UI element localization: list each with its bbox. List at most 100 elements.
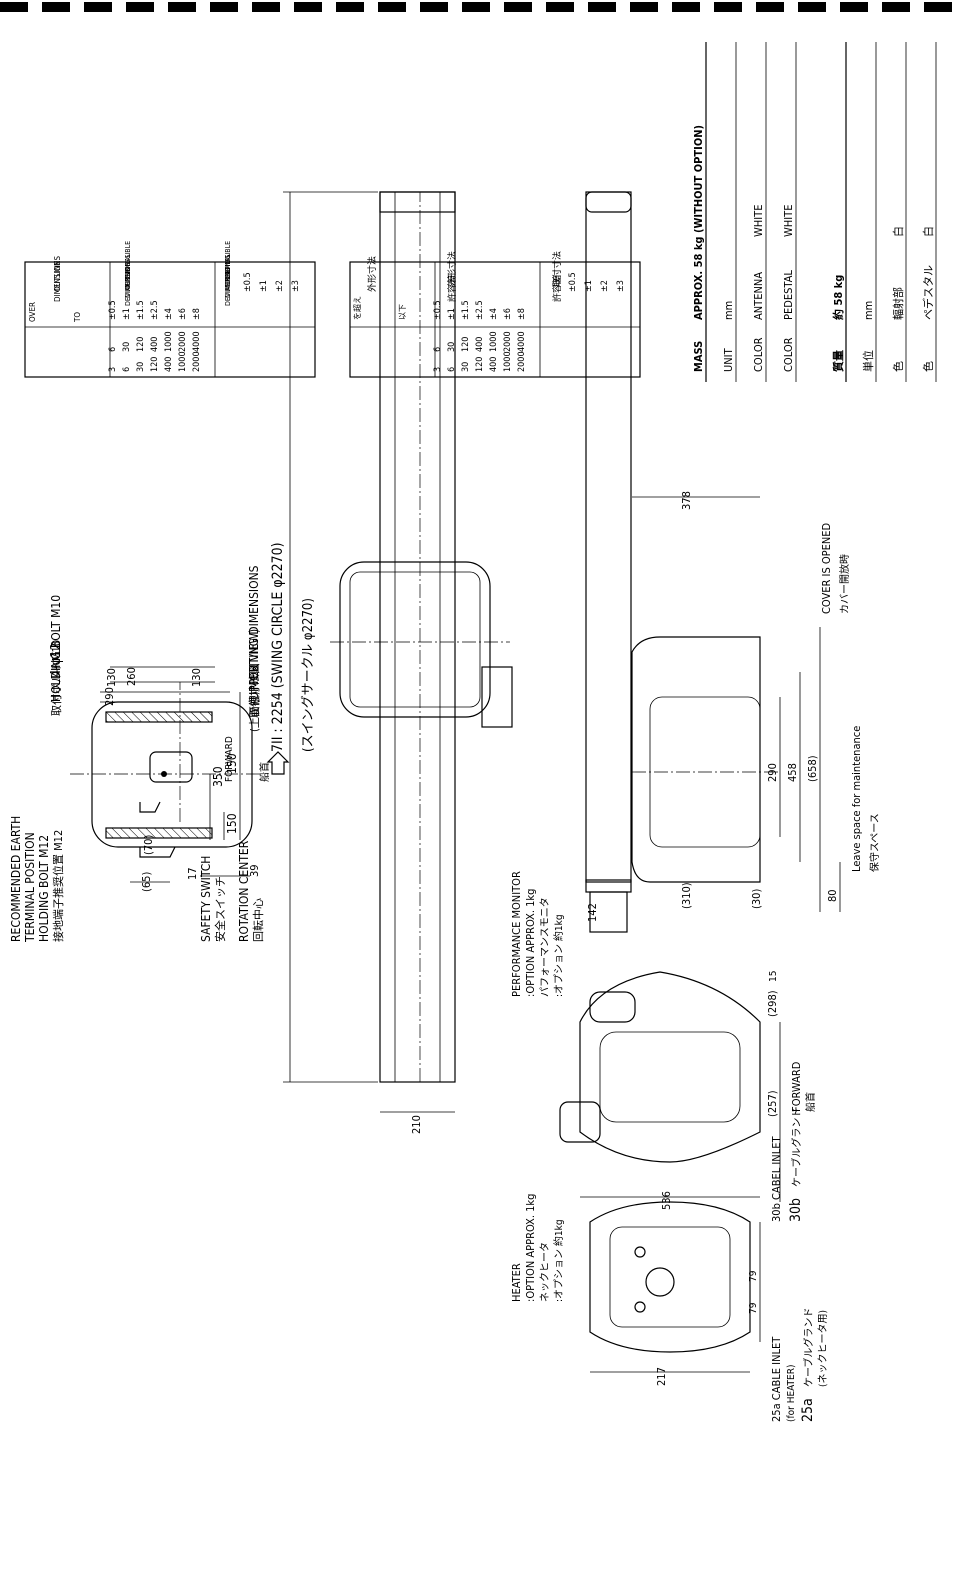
dim-150-b: 150	[225, 753, 239, 774]
front-view: 536 (257) (298) 15 FORWARD 船首	[559, 971, 817, 1210]
performance-monitor-note: PERFORMANCE MONITOR :OPTION APPROX. 1kg …	[510, 871, 565, 997]
table-en-cell-6-1: 4000	[192, 331, 202, 352]
dim-30: (30)	[750, 889, 763, 909]
pm-line-2: :OPTION APPROX. 1kg	[524, 889, 537, 997]
table-jp-mount-3: ±3	[616, 280, 626, 292]
dim-39: 39	[248, 864, 261, 877]
table-jp-cell-0-0: 3	[433, 367, 443, 372]
dim-15: 15	[768, 971, 779, 982]
spec-color-antenna: COLOR ANTENNA WHITE	[752, 42, 767, 382]
earth-terminal-note: RECOMMENDED EARTH TERMINAL POSITION HOLD…	[9, 816, 65, 943]
spec-unit-jp: 単位 mm	[861, 42, 877, 382]
pedestal-top	[339, 561, 491, 718]
specs-block: MASS APPROX. 58 kg (WITHOUT OPTION) UNIT…	[692, 42, 937, 382]
color-jp-b: 白	[891, 226, 905, 237]
table-jp-mount-1: ±1	[584, 280, 594, 292]
spec-color-pedestal: COLOR PEDESTAL WHITE	[782, 42, 797, 382]
color1-a: ANTENNA	[752, 272, 765, 320]
mount-bolt-strip-right	[105, 711, 213, 723]
mounting-subtitle: (UPPER VIEW)	[247, 629, 261, 704]
table-jp-cell-1-0: 6	[447, 367, 457, 372]
spec-color-jp-1: 色 輻射部 白	[891, 42, 907, 382]
pm-line-1: PERFORMANCE MONITOR	[510, 871, 523, 997]
inlet-30b-label-jp: ケーブルグランド	[790, 1108, 803, 1187]
table-jp-cell-4-2: ±4	[489, 308, 499, 320]
table-en-cell-1-1: 30	[122, 342, 132, 352]
color-jp-a: 輻射部	[891, 287, 905, 320]
table-jp-h-outline: 外形寸法	[366, 256, 378, 292]
table-en-cell-6-0: 2000	[192, 351, 202, 372]
color-jp-label-1: 色	[891, 361, 905, 372]
table-en-cell-4-2: ±4	[164, 308, 174, 320]
color-jp-d: 白	[921, 226, 935, 237]
cover-opened-label: COVER IS OPENED	[820, 522, 833, 614]
inlet-30b-tag: 30b	[788, 1198, 804, 1222]
table-en-cell-2-0: 30	[136, 362, 146, 372]
table-en-h-perm2-3: DEVIATIONS	[224, 268, 232, 306]
bolt-count: 4-φ12	[49, 643, 64, 677]
table-en-mount-0: ±0.5	[243, 272, 253, 292]
antenna-radiator-top	[379, 191, 456, 1083]
pm-line-4-jp: :オプション 約1kg	[552, 914, 565, 997]
dim-217: 217	[655, 1367, 668, 1386]
dim-142: 142	[586, 903, 599, 922]
dim-378: 378	[680, 491, 693, 510]
pedestal-front	[579, 971, 761, 1163]
color2-label: COLOR	[782, 337, 795, 372]
dim-350: 350	[211, 766, 225, 787]
dim-298: (298)	[766, 990, 779, 1017]
table-en-h-to: TO	[73, 312, 82, 323]
dim-70: (70)	[142, 835, 155, 855]
table-jp-cell-6-1: 4000	[517, 331, 527, 352]
unit-jp-value: mm	[862, 301, 875, 320]
table-en-h-perm1-3: DEVIATIONS	[124, 268, 132, 306]
table-en-h-perm1-2: DIMENSIONAL	[124, 253, 132, 298]
pedestal-side	[631, 636, 761, 883]
mass-jp-value: 約 58 kg	[831, 275, 845, 320]
maintenance-label: Leave space for maintenance	[850, 726, 863, 872]
top-view: 7II : 2254 (SWING CIRCLE φ2270) (スイングサーク…	[270, 191, 513, 1134]
heater-line-1: HEATER	[510, 1263, 523, 1302]
mounting-subtitle-jp: (上面視)	[247, 691, 261, 732]
table-jp-cell-5-2: ±6	[503, 308, 513, 320]
inlet-25a-label: 25a CABLE INLET	[770, 1336, 783, 1422]
table-en-cell-0-2: ±0.5	[108, 300, 118, 320]
table-en-cell-4-0: 400	[164, 357, 174, 372]
dim-290-side: 290	[766, 763, 779, 782]
antenna-side	[585, 191, 632, 883]
dim-150-a: 150	[225, 813, 239, 834]
dim-130-b: 130	[190, 668, 203, 687]
forward-label-front-jp: 船首	[804, 1092, 817, 1112]
table-en-h-outline: OUTLINE	[53, 260, 62, 292]
earth-line-1: RECOMMENDED EARTH	[9, 816, 23, 942]
table-en-cell-2-1: 120	[136, 337, 146, 352]
table-en-cell-2-2: ±1.5	[136, 300, 146, 320]
table-jp-h-over: を超え	[352, 296, 362, 320]
table-jp-h-to: 以下	[398, 304, 407, 320]
table-en-cell-5-1: 2000	[178, 331, 188, 352]
dim-80: 80	[826, 889, 839, 902]
table-en-cell-0-1: 6	[108, 347, 118, 352]
safety-switch-label: SAFETY SWITCH	[199, 856, 213, 942]
forward-arrow-mounting: FORWARD 船首	[224, 736, 290, 782]
spec-color-jp-2: 色 ペデスタル 白	[921, 42, 937, 382]
table-jp-h-perm1-1: 許容差	[446, 275, 458, 302]
table-jp-cell-6-0: 2000	[517, 351, 527, 372]
table-jp-cell-5-0: 1000	[503, 351, 513, 372]
color-jp-label-2: 色	[921, 361, 935, 372]
dim-65: (65)	[140, 872, 153, 892]
rotation-center-note: ROTATION CENTER 回転中心	[237, 840, 265, 942]
table-jp-cell-1-1: 30	[447, 342, 457, 352]
earth-line-2: TERMINAL POSITION	[23, 832, 37, 943]
rotation-center-label-jp: 回転中心	[252, 898, 265, 942]
table-jp-cell-4-1: 1000	[489, 331, 499, 352]
table-jp-cell-0-2: ±0.5	[433, 300, 443, 320]
table-en-cell-3-1: 400	[150, 337, 160, 352]
color2-a: PEDESTAL	[782, 270, 795, 320]
table-jp-h-perm1-0: 外形寸法	[446, 251, 458, 287]
table-en-rows: 36±0.5630±130120±1.5120400±2.54001000±41…	[108, 272, 301, 372]
tolerance-table-jp: 外形寸法 を超え 以下 外形寸法 許容差 取付寸法 許容差 36±0.5630±…	[349, 251, 641, 378]
unit-value: mm	[722, 301, 735, 320]
